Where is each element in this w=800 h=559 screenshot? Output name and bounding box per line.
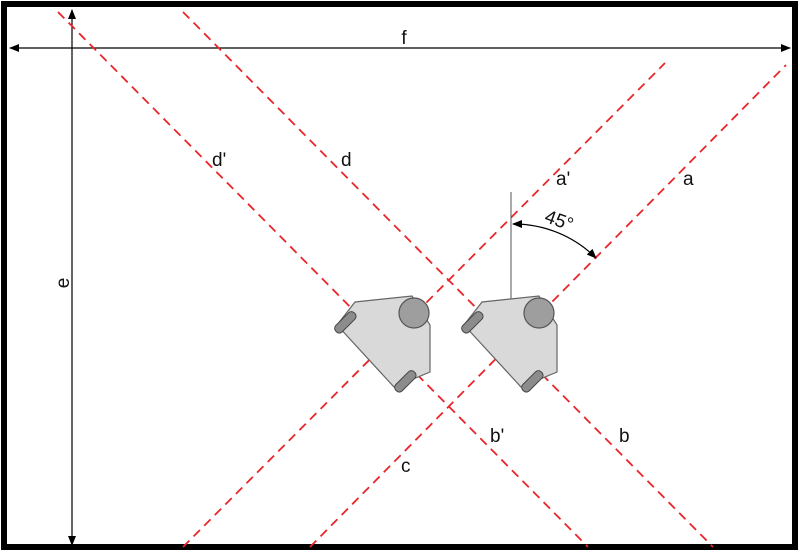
label-d: d <box>341 150 352 171</box>
label-b-prime: b' <box>490 426 504 447</box>
width-label: f <box>401 28 407 49</box>
area-frame <box>1 1 798 550</box>
robot-left-wheel-top <box>334 311 357 334</box>
angle-arc <box>512 219 597 259</box>
label-b: b <box>619 426 630 447</box>
robot-left-caster <box>398 297 430 329</box>
angle-label: 45° <box>542 206 576 236</box>
line-a-prime <box>182 62 666 548</box>
line-d-prime <box>57 11 589 548</box>
robot-right-wheel-top <box>461 311 484 334</box>
robot-right-caster <box>523 297 555 329</box>
label-a: a <box>683 169 694 190</box>
robot-right <box>461 295 558 393</box>
label-c: c <box>401 456 411 477</box>
label-a-prime: a' <box>556 169 570 190</box>
robot-left-wheel-bottom <box>394 370 417 393</box>
line-d <box>182 11 714 548</box>
robot-right-wheel-bottom <box>521 370 544 393</box>
height-label: e <box>53 278 74 289</box>
label-d-prime: d' <box>212 150 226 171</box>
robot-left <box>334 295 431 393</box>
